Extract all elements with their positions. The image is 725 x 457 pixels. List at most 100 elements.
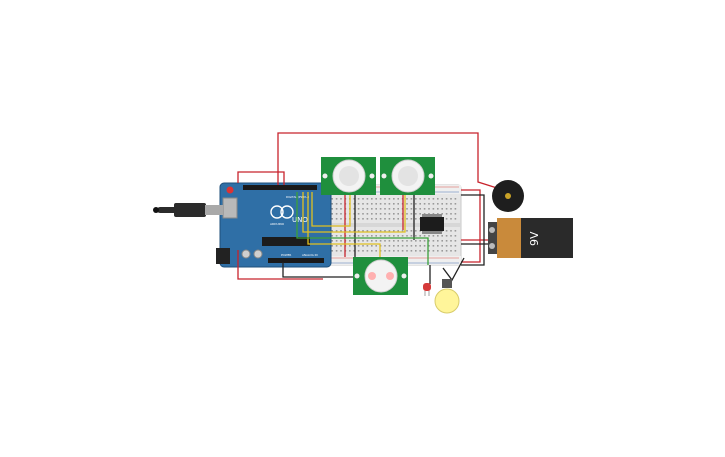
breadboard-hole — [428, 203, 430, 205]
breadboard-hole — [379, 198, 382, 200]
breadboard-hole — [388, 250, 391, 252]
breadboard-hole — [379, 218, 382, 220]
breadboard-hole — [366, 250, 369, 252]
breadboard-hole — [423, 240, 426, 242]
breadboard-hole — [397, 208, 399, 210]
breadboard-hole — [362, 230, 364, 232]
breadboard-hole — [410, 245, 413, 247]
breadboard-hole — [371, 240, 373, 242]
pir-sensor-3[interactable] — [353, 257, 408, 295]
breadboard-hole — [331, 218, 333, 220]
pir-sensor-2[interactable] — [380, 157, 435, 195]
breadboard-hole — [441, 213, 443, 215]
breadboard-hole — [366, 235, 369, 237]
breadboard-hole — [397, 235, 399, 237]
breadboard-hole — [388, 198, 391, 200]
breadboard-hole — [428, 235, 430, 237]
breadboard-hole — [393, 198, 395, 200]
breadboard-hole — [450, 218, 452, 220]
buzzer-icon[interactable] — [492, 180, 524, 212]
pir-sensor-1[interactable] — [321, 157, 376, 195]
breadboard-hole — [357, 198, 360, 200]
breadboard-hole — [375, 235, 377, 237]
breadboard-hole — [340, 240, 342, 242]
breadboard-hole — [353, 203, 355, 205]
breadboard-hole — [419, 240, 421, 242]
breadboard-hole — [371, 208, 373, 210]
breadboard-hole — [335, 203, 338, 205]
breadboard-hole — [393, 250, 395, 252]
breadboard-hole — [441, 208, 443, 210]
breadboard-hole — [406, 208, 408, 210]
arduino-uno-board[interactable]: UNO ARDUINO DIGITAL (PWM~) POWER ANALOG … — [216, 182, 332, 268]
breadboard-hole — [450, 213, 452, 215]
breadboard-hole — [331, 230, 333, 232]
breadboard-hole — [393, 208, 395, 210]
breadboard-hole — [379, 235, 382, 237]
breadboard-hole — [335, 250, 338, 252]
breadboard-hole — [410, 230, 413, 232]
breadboard-hole — [375, 218, 377, 220]
breadboard-hole — [375, 203, 377, 205]
reset-button[interactable] — [226, 186, 234, 194]
breadboard-hole — [432, 208, 435, 210]
breadboard-hole — [335, 198, 338, 200]
light-bulb-icon[interactable] — [434, 279, 460, 314]
breadboard-hole — [379, 230, 382, 232]
breadboard-hole — [445, 213, 448, 215]
breadboard-hole — [357, 203, 360, 205]
breadboard-hole — [423, 208, 426, 210]
breadboard-hole — [393, 213, 395, 215]
breadboard-hole — [415, 245, 417, 247]
breadboard-hole — [450, 250, 452, 252]
digital-header — [243, 185, 317, 190]
breadboard-hole — [371, 245, 373, 247]
breadboard-hole — [428, 245, 430, 247]
breadboard-hole — [437, 235, 439, 237]
breadboard-hole — [335, 240, 338, 242]
breadboard-hole — [454, 218, 457, 220]
breadboard-hole — [379, 208, 382, 210]
breadboard-hole — [450, 240, 452, 242]
breadboard-hole — [371, 203, 373, 205]
breadboard-hole — [362, 213, 364, 215]
breadboard-hole — [362, 250, 364, 252]
breadboard-hole — [432, 235, 435, 237]
breadboard-hole — [357, 218, 360, 220]
arduino-model-label: UNO — [292, 216, 308, 224]
ic-chip[interactable] — [420, 214, 444, 234]
breadboard-hole — [340, 218, 342, 220]
breadboard-hole — [437, 203, 439, 205]
breadboard-hole — [397, 230, 399, 232]
breadboard-hole — [410, 235, 413, 237]
breadboard-hole — [357, 208, 360, 210]
breadboard-hole — [362, 208, 364, 210]
breadboard-hole — [437, 208, 439, 210]
breadboard-hole — [419, 235, 421, 237]
breadboard-hole — [357, 235, 360, 237]
breadboard-hole — [331, 203, 333, 205]
breadboard-hole — [366, 240, 369, 242]
breadboard-hole — [335, 208, 338, 210]
breadboard-hole — [384, 240, 386, 242]
breadboard-hole — [415, 218, 417, 220]
breadboard-hole — [384, 203, 386, 205]
breadboard-hole — [375, 230, 377, 232]
breadboard-hole — [371, 198, 373, 200]
breadboard-hole — [384, 250, 386, 252]
led-icon[interactable] — [423, 283, 431, 296]
breadboard-hole — [445, 203, 448, 205]
breadboard-hole — [445, 208, 448, 210]
breadboard-hole — [423, 198, 426, 200]
breadboard-hole — [428, 208, 430, 210]
breadboard-hole — [335, 213, 338, 215]
breadboard-hole — [445, 218, 448, 220]
usb-cable-icon[interactable] — [153, 203, 223, 217]
breadboard-hole — [406, 213, 408, 215]
breadboard-hole — [366, 198, 369, 200]
breadboard-hole — [415, 203, 417, 205]
battery-9v-icon[interactable]: 9V — [488, 218, 573, 258]
breadboard-hole — [410, 218, 413, 220]
breadboard-hole — [375, 208, 377, 210]
battery-label: 9V — [528, 231, 541, 246]
